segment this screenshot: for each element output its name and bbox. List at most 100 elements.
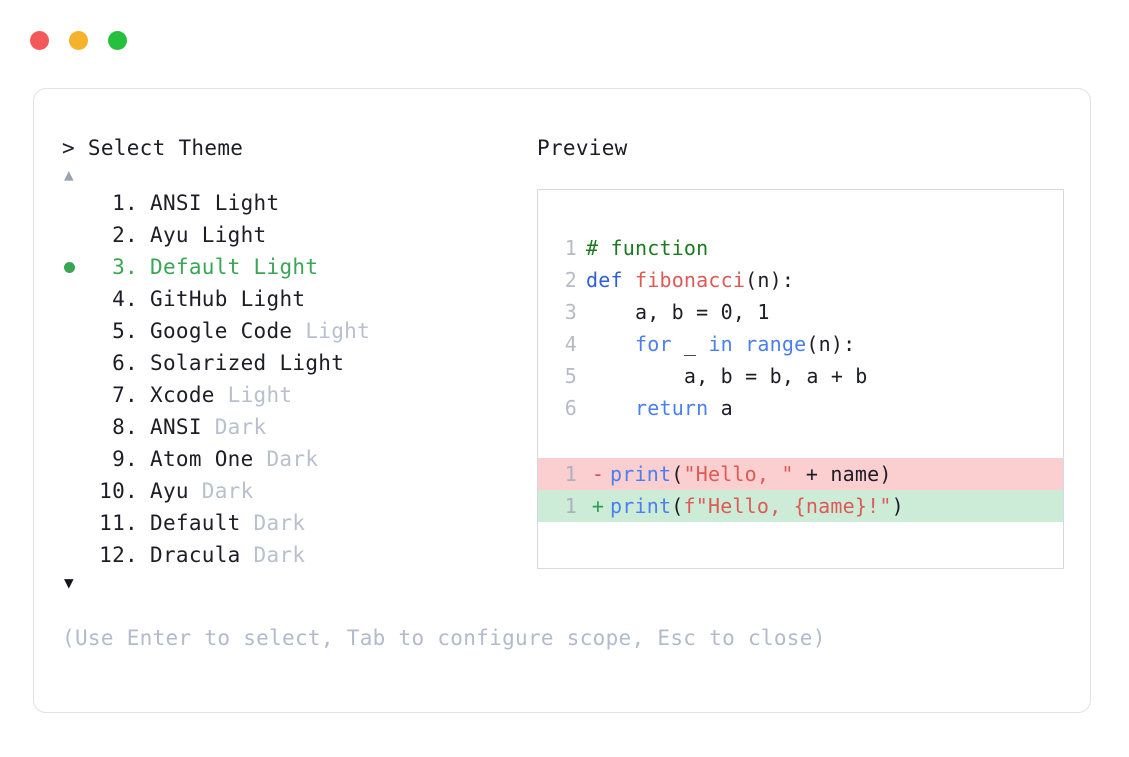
code-token: (n): (806, 332, 856, 356)
theme-item-variant: Light (292, 319, 371, 343)
theme-item-variant: Dark (240, 511, 306, 535)
code-line-content: def fibonacci(n): (586, 264, 794, 296)
theme-item-index: 1. (112, 191, 138, 215)
code-token: a (708, 396, 733, 420)
theme-list-item[interactable]: 2.Ayu Light (62, 219, 532, 251)
theme-selector-body: > Select Theme ▲ 1. ANSI Light 2.Ayu Light… (34, 89, 1090, 712)
theme-list-item[interactable]: 11.Default Dark (62, 507, 532, 539)
theme-list-item[interactable]: 12.Dracula Dark (62, 539, 532, 571)
code-token: # function (586, 236, 709, 260)
theme-list-column: > Select Theme ▲ 1. ANSI Light 2.Ayu Light… (62, 133, 532, 595)
code-token: print (610, 462, 672, 486)
theme-item-variant: Light (227, 287, 306, 311)
theme-list-item[interactable]: 9. Atom One Dark (62, 443, 532, 475)
code-token (586, 332, 635, 356)
diff-line-number: 1 (564, 462, 577, 486)
code-token: fibonacci (634, 268, 746, 292)
code-line-number: 5 (564, 364, 577, 388)
theme-list-item[interactable]: 1. ANSI Light (62, 187, 532, 219)
code-line-content: a, b = 0, 1 (586, 296, 770, 328)
code-token: "Hello, " (683, 462, 794, 486)
code-line-content: return a (586, 392, 733, 424)
minimize-window-button[interactable] (69, 31, 88, 50)
theme-item-variant: Light (201, 191, 280, 215)
theme-item-name: GitHub Light (150, 287, 306, 311)
selection-bullet-cell (62, 539, 92, 571)
code-line-number: 6 (564, 396, 577, 420)
theme-list-item[interactable]: 7.Xcode Light (62, 379, 532, 411)
code-token: a, b = 0, 1 (586, 300, 770, 324)
theme-list: 1. ANSI Light 2.Ayu Light 3. Default Light 4.… (62, 187, 532, 571)
selection-bullet-cell (62, 411, 92, 443)
selection-bullet-cell (62, 507, 92, 539)
theme-item-index: 5. (112, 319, 138, 343)
theme-item-variant: Light (214, 383, 293, 407)
code-token: + name) (793, 462, 892, 486)
theme-item-name: Default Light (150, 255, 319, 279)
code-token: a, b = b, a + b (586, 364, 868, 388)
theme-item-name: Google Code Light (150, 319, 371, 343)
code-line: 5 a, b = b, a + b (538, 360, 1063, 392)
theme-item-name: Atom One Dark (150, 447, 319, 471)
theme-item-variant: Dark (253, 447, 319, 471)
selection-bullet-cell (62, 187, 92, 219)
code-token: for (634, 332, 672, 356)
code-line-number: 4 (564, 332, 577, 356)
theme-item-name: Solarized Light (150, 351, 345, 375)
code-line: 4 for _ in range(n): (538, 328, 1063, 360)
theme-item-variant: Dark (188, 479, 254, 503)
code-line-number: 2 (564, 268, 577, 292)
code-token: range (745, 332, 807, 356)
theme-item-index: 9. (112, 447, 138, 471)
theme-item-index: 4. (112, 287, 138, 311)
theme-list-item[interactable]: 10. Ayu Dark (62, 475, 532, 507)
theme-list-item[interactable]: 5. Google Code Light (62, 315, 532, 347)
preview-label: Preview (537, 136, 628, 160)
theme-item-variant: Light (240, 255, 319, 279)
code-token: ( (671, 462, 684, 486)
theme-list-item[interactable]: 4. GitHub Light (62, 283, 532, 315)
code-token (733, 332, 745, 356)
theme-item-name: Ayu Light (150, 223, 267, 247)
code-token: return (634, 396, 709, 420)
diff-line-added: 1 +print(f"Hello, {name}!") (538, 490, 1063, 522)
theme-item-name: ANSI Light (150, 191, 280, 215)
diff-line-number: 1 (564, 494, 577, 518)
diff-line-removed: 1-print("Hello, " + name) (538, 458, 1063, 490)
code-line-content: # function (586, 232, 708, 264)
diff-marker: + (591, 494, 605, 518)
code-token: ) (891, 494, 904, 518)
maximize-window-button[interactable] (108, 31, 127, 50)
theme-item-index: 10. (99, 479, 138, 503)
code-line-content: for _ in range(n): (586, 328, 855, 360)
theme-list-item[interactable]: 6. Solarized Light (62, 347, 532, 379)
theme-selector-card: > Select Theme ▲ 1. ANSI Light 2.Ayu Light… (33, 88, 1091, 713)
theme-item-index: 12. (99, 543, 138, 567)
code-line-number: 3 (564, 300, 577, 324)
selection-bullet-cell (62, 315, 92, 347)
selection-bullet-cell (62, 347, 92, 379)
keyboard-help-text: (Use Enter to select, Tab to configure s… (62, 626, 826, 650)
diff-line-content: print("Hello, " + name) (610, 458, 892, 490)
code-line: 1# function (538, 232, 1063, 264)
selected-bullet-icon (64, 261, 75, 273)
select-theme-prompt: > Select Theme (62, 136, 244, 160)
close-window-button[interactable] (30, 31, 49, 50)
scroll-down-icon[interactable]: ▼ (64, 573, 74, 592)
theme-list-item[interactable]: 3. Default Light (62, 251, 532, 283)
theme-list-item[interactable]: 8.ANSI Dark (62, 411, 532, 443)
theme-item-name: Ayu Dark (150, 479, 254, 503)
code-token: in (708, 332, 733, 356)
diff-marker: - (591, 462, 605, 486)
diff-line-content: print(f"Hello, {name}!") (610, 490, 904, 522)
theme-item-index: 3. (112, 255, 138, 279)
scroll-up-icon[interactable]: ▲ (64, 165, 74, 184)
selection-bullet-cell (62, 379, 92, 411)
theme-item-index: 6. (112, 351, 138, 375)
theme-item-name: ANSI Dark (150, 415, 267, 439)
theme-item-variant: Light (188, 223, 267, 247)
selection-bullet-cell (62, 475, 92, 507)
theme-item-variant: Light (266, 351, 345, 375)
code-diff-spacer (538, 424, 1063, 458)
